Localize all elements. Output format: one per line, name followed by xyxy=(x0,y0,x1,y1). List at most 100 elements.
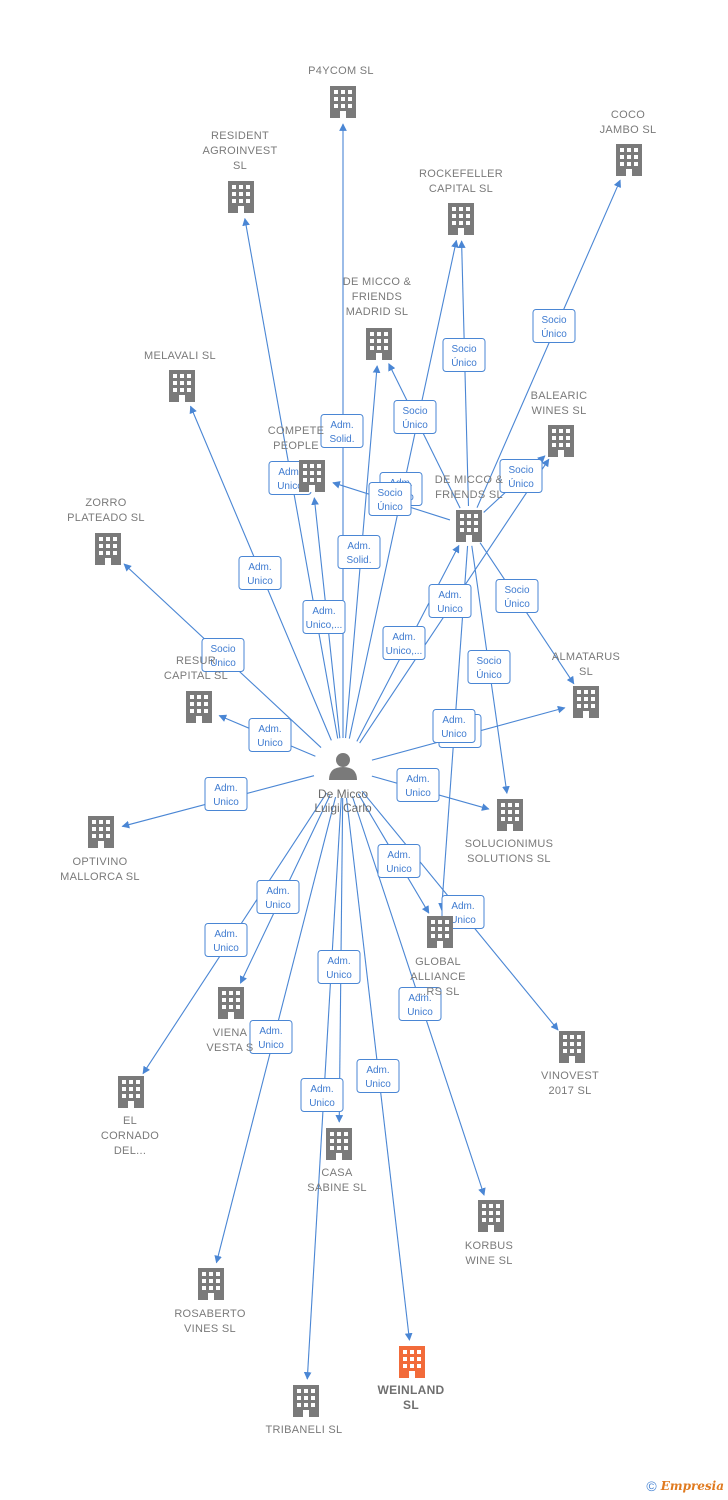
edge-demicco-to-almatarus xyxy=(479,542,575,685)
edge-label-person-to-solucionimus[interactable]: Adm.Unico xyxy=(396,768,440,802)
edge-label-person-to-balearic[interactable]: Adm.Unico xyxy=(428,584,472,618)
person-icon xyxy=(329,753,357,780)
edge-label-demicco-to-global[interactable]: Adm.Unico xyxy=(432,709,476,743)
company-name: WINE SL xyxy=(465,1255,512,1267)
building-icon xyxy=(293,1385,319,1417)
building-icon xyxy=(448,203,474,235)
edge-demicco-to-coco xyxy=(476,179,621,508)
edge-label-text: Adm. xyxy=(330,420,353,431)
edge-label-text: Único xyxy=(210,656,236,669)
edge-label-person-to-global[interactable]: Adm.Unico xyxy=(377,844,421,878)
edge-label-person-to-rosaberto[interactable]: Adm.Unico xyxy=(249,1020,293,1054)
edge-label-box xyxy=(249,1020,293,1054)
edge-label-text: Adm. xyxy=(278,467,301,478)
company-name: COMPETE xyxy=(268,425,325,437)
edge-label-person-to-optivino[interactable]: Adm.Unico xyxy=(204,777,248,811)
company-name: VINOVEST xyxy=(541,1070,599,1082)
edge-label-person-to-demiccomadrid[interactable]: Adm.Solid. xyxy=(337,535,381,569)
company-node-elcornado[interactable]: ELCORNADODEL... xyxy=(101,1076,159,1157)
building-icon xyxy=(478,1200,504,1232)
building-icon xyxy=(228,181,254,213)
company-name: ROSABERTO xyxy=(174,1308,246,1320)
edge-label-box xyxy=(204,923,248,957)
company-node-melavali[interactable]: MELAVALI SL xyxy=(144,350,216,402)
building-icon xyxy=(427,916,453,948)
edge-label-text: Unico xyxy=(407,1007,433,1018)
company-name: WEINLAND xyxy=(377,1383,444,1397)
edge-label-person-to-compete[interactable]: Adm. Unico,... xyxy=(302,600,346,634)
building-icon xyxy=(326,1128,352,1160)
edge-label-text: Unico xyxy=(437,604,463,615)
edge-label-box xyxy=(337,535,381,569)
company-node-p4ycom[interactable]: P4YCOM SL xyxy=(308,65,374,118)
edge-label-text: Unico xyxy=(213,943,239,954)
company-name: FRIENDS xyxy=(352,291,402,303)
company-name: MADRID SL xyxy=(346,306,409,318)
company-node-tribaneli[interactable]: TRIBANELI SL xyxy=(266,1385,343,1436)
edge-label-text: Adm. xyxy=(451,901,474,912)
edge-label-person-to-elcornado[interactable]: Adm.Unico xyxy=(204,923,248,957)
building-icon xyxy=(399,1346,425,1378)
copyright-icon: © xyxy=(646,1478,657,1494)
edge-label-text: Adm. xyxy=(214,783,237,794)
edge-label-person-to-tribaneli[interactable]: Adm.Unico xyxy=(300,1078,344,1112)
edge-label-person-to-casa[interactable]: Adm.Unico xyxy=(317,950,361,984)
edge-label-person-to-p4ycom[interactable]: Adm.Solid. xyxy=(320,414,364,448)
building-icon xyxy=(95,533,121,565)
edge-label-text: Adm. xyxy=(347,541,370,552)
edge-label-box xyxy=(320,414,364,448)
edge-label-text: Adm. xyxy=(248,562,271,573)
edge-label-text: Unico,... xyxy=(306,620,343,631)
edge-label-person-to-weinland[interactable]: Adm.Unico xyxy=(356,1059,400,1093)
company-name: CORNADO xyxy=(101,1130,159,1142)
company-name: SL xyxy=(403,1398,419,1412)
company-node-demicco[interactable]: DE MICCO &FRIENDS SL xyxy=(435,474,504,542)
edge-label-box xyxy=(499,459,543,493)
edge-label-box xyxy=(442,338,486,372)
edge-labels-layer: Adm.Solid.Adm.UnicoAdm.Unico,...Adm.Soli… xyxy=(201,309,576,1112)
edge-label-text: Adm. xyxy=(312,606,335,617)
company-name: JAMBO SL xyxy=(600,124,657,136)
edge-label-box xyxy=(393,400,437,434)
building-icon xyxy=(299,460,325,492)
building-icon xyxy=(218,987,244,1019)
edge-label-box xyxy=(201,638,245,672)
edge-label-person-to-viena[interactable]: Adm.Unico xyxy=(256,880,300,914)
edge-label-text: Único xyxy=(476,668,502,681)
edge-label-person-to-korbus[interactable]: Adm.Unico xyxy=(398,987,442,1021)
edge-label-person-to-demicco[interactable]: Adm.Unico,... xyxy=(382,626,426,660)
edge-label-person-to-resur[interactable]: Adm.Unico xyxy=(248,718,292,752)
edge-label-text: Adm. xyxy=(392,632,415,643)
brand-logo-text[interactable]: Empresia xyxy=(660,1479,724,1493)
edge-label-person-to-resident[interactable]: Adm.Unico xyxy=(238,556,282,590)
